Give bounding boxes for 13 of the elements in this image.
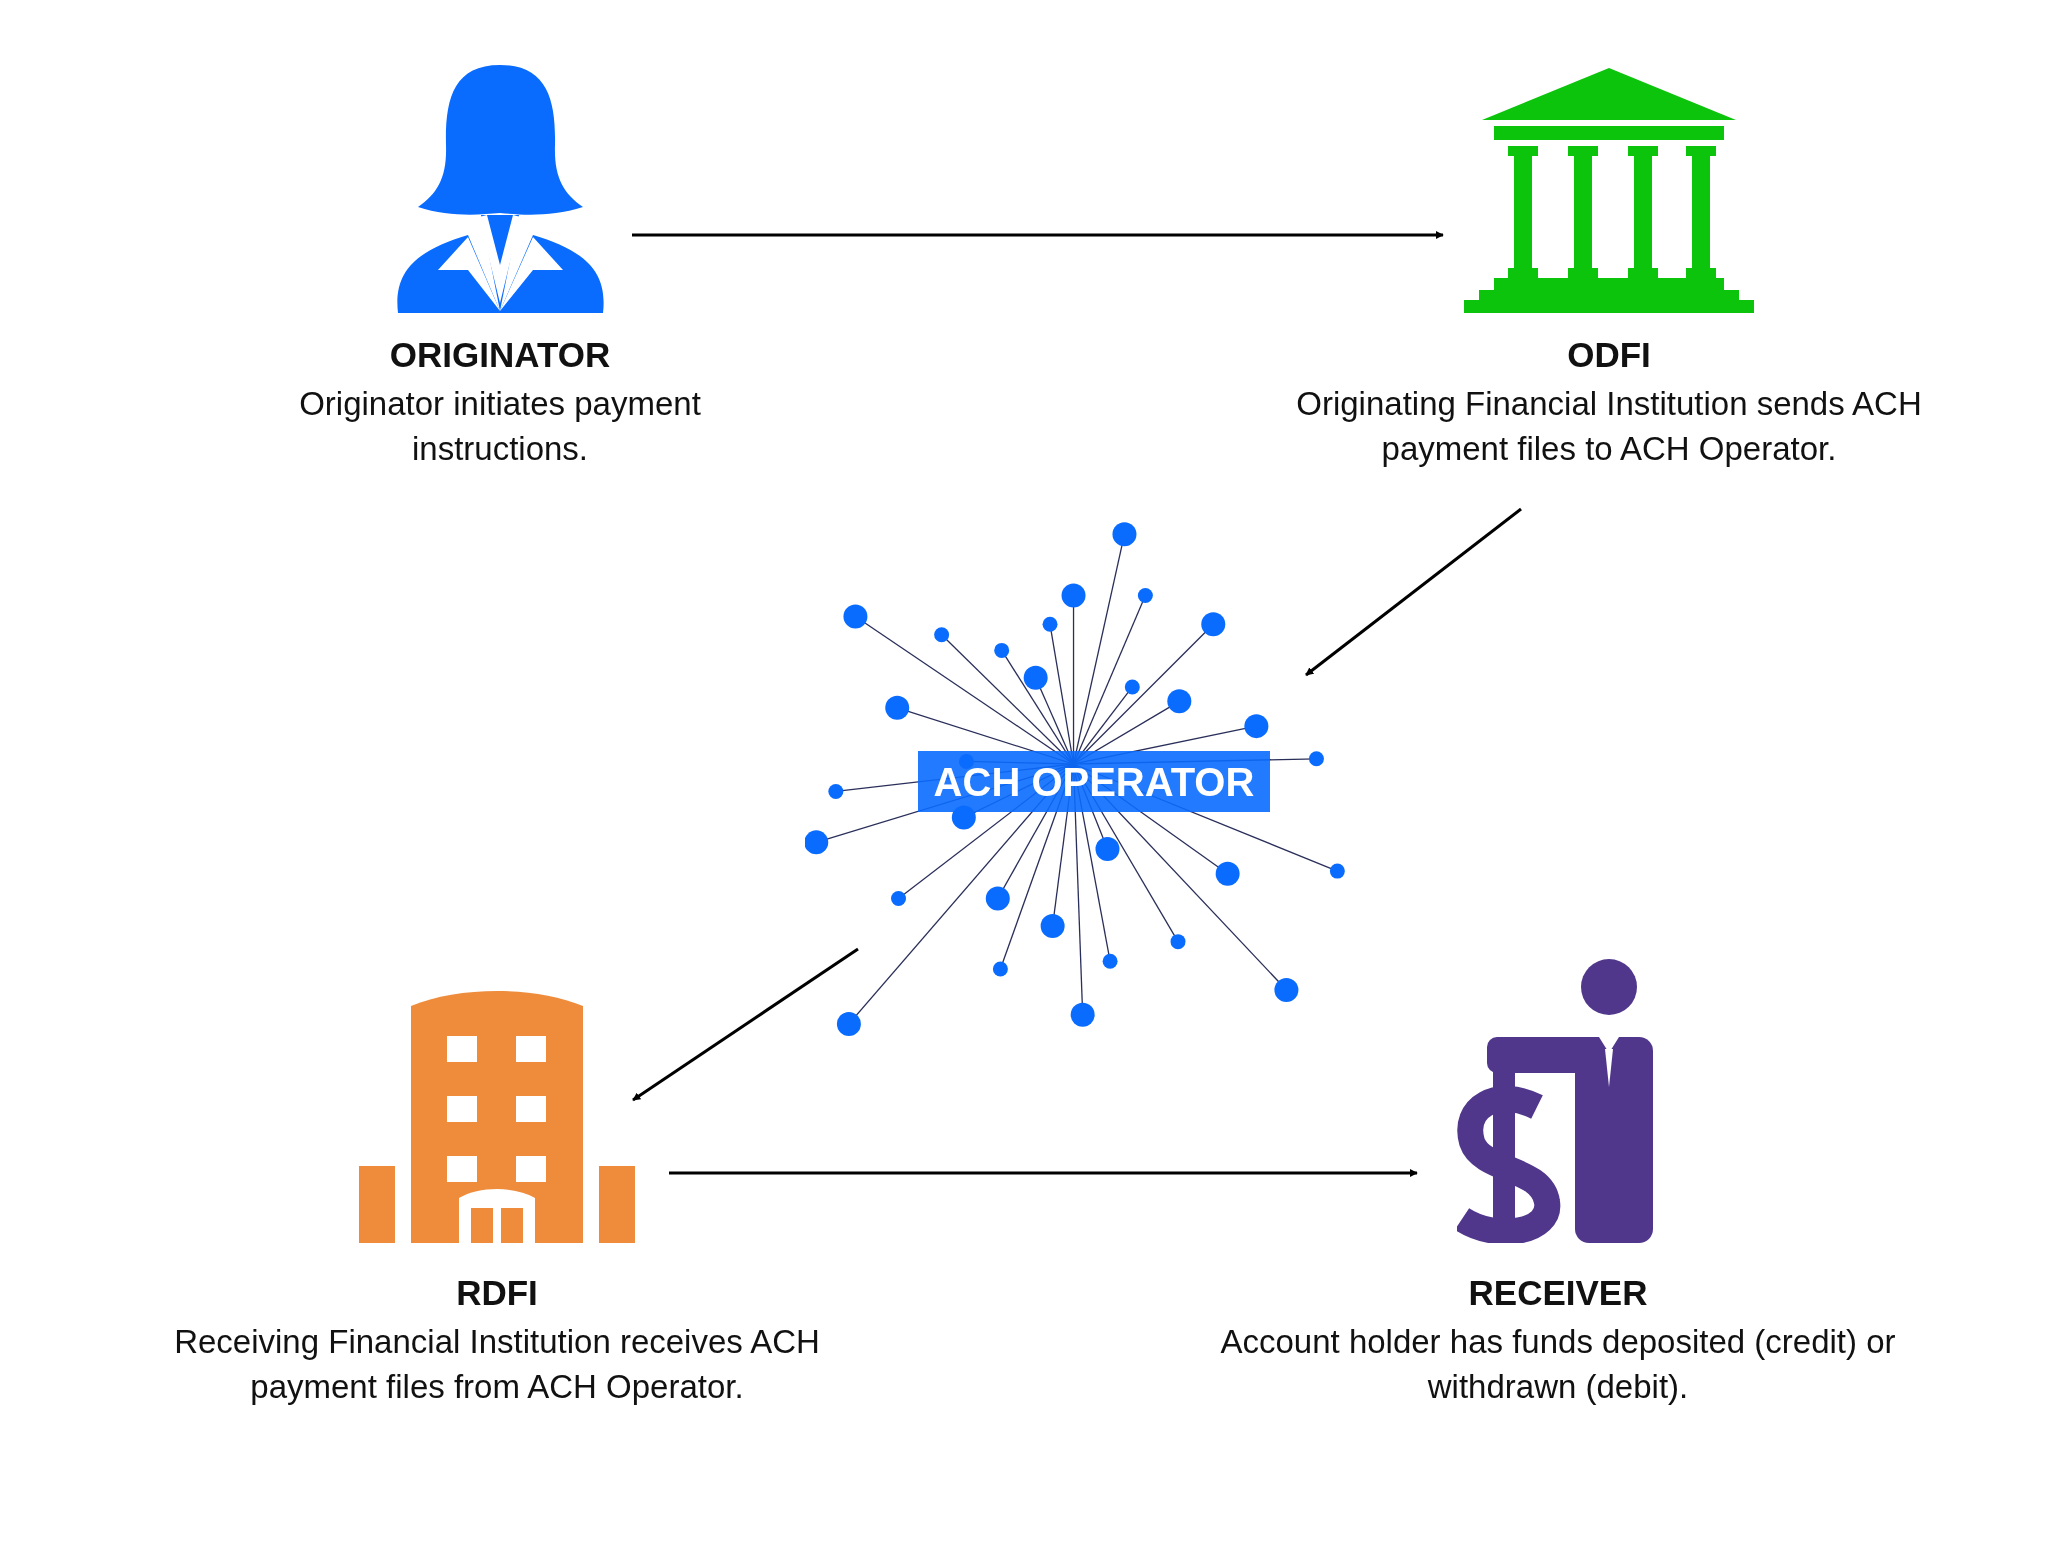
- arrow: [1305, 507, 1522, 677]
- node-heading: ORIGINATOR: [389, 335, 611, 375]
- node-heading: ODFI: [1567, 335, 1651, 375]
- arrow: [632, 231, 1444, 239]
- node-heading: RDFI: [456, 1273, 538, 1313]
- node-description: Originating Financial Institution sends ACH payment files to ACH Operator.: [1295, 384, 1923, 469]
- node-heading: RECEIVER: [1468, 1273, 1648, 1313]
- operator-label: ACH OPERATOR: [918, 751, 1270, 812]
- arrow: [632, 947, 859, 1102]
- node-description: Account holder has funds deposited (credit) or withdrawn (debit).: [1219, 1322, 1897, 1407]
- node-description: Originator initiates payment instructions.: [298, 384, 702, 469]
- node-description: Receiving Financial Institution receives ACH payment files from ACH Operator.: [173, 1322, 821, 1407]
- arrow: [669, 1169, 1418, 1177]
